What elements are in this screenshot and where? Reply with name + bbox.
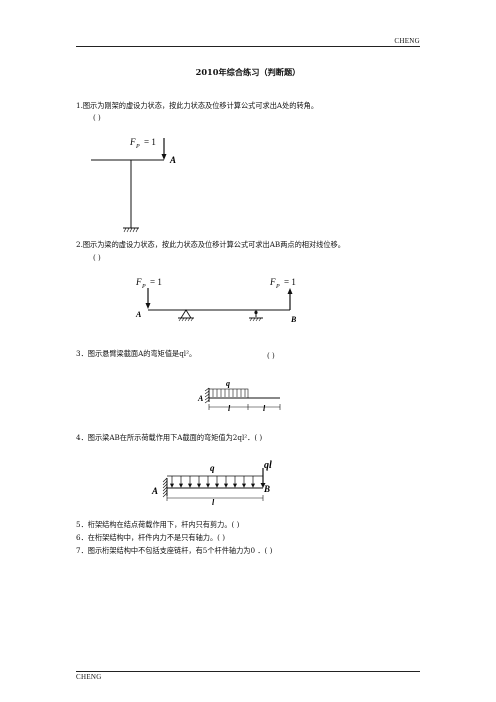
fig1-force-sub: P (135, 144, 140, 150)
fig3-load-q: q (226, 379, 230, 388)
question-2-answer-blank: ( ) (93, 254, 101, 262)
fig1-force-label: F (129, 137, 136, 147)
question-6: 6．在桁架结构中，杆件内力不是只有轴力。( ) (76, 533, 226, 542)
fig1-force-eq: = 1 (144, 137, 156, 147)
question-3: 3．图示悬臂梁截面A的弯矩值是ql²。 (76, 349, 197, 358)
fig2-left-eq: = 1 (150, 277, 162, 287)
fig2-right-force: F (269, 277, 276, 287)
fig4-point-b: B (263, 484, 270, 494)
fig4-length: l (212, 498, 215, 507)
header-brand: CHENG (394, 37, 420, 45)
page-title: 2010年综合练习（判断题） (195, 67, 301, 77)
figure-4-beam: q ql A B l (151, 460, 272, 507)
question-4: 4．图示梁AB在所示荷载作用下A截面的弯矩值为2ql²．( ) (76, 433, 263, 442)
fig4-point-a: A (151, 486, 158, 496)
fig2-right-eq: = 1 (284, 277, 296, 287)
fig3-length-1: l (228, 404, 231, 413)
footer-rule (76, 671, 420, 672)
question-5: 5．桁架结构在结点荷载作用下，杆内只有剪力。( ) (76, 520, 240, 529)
fig3-point-a: A (197, 394, 204, 403)
question-3-answer-blank: ( ) (267, 352, 275, 360)
question-7: 7．图示桁架结构中不包括支座链杆，有5个杆件轴力为0 ．( ) (76, 546, 273, 555)
fig2-point-a: A (135, 310, 142, 319)
fig4-point-load-ql: ql (264, 460, 272, 471)
figure-1-frame: F P = 1 A (91, 137, 176, 233)
header-rule (76, 46, 420, 47)
fig3-length-2: l (263, 404, 266, 413)
fig2-left-force: F (135, 277, 142, 287)
fig2-left-sub: P (141, 284, 146, 290)
fig2-point-b: B (290, 315, 297, 324)
question-2: 2.图示为梁的虚设力状态，按此力状态及位移计算公式可求出AB两点的相对线位移。 (76, 240, 345, 249)
figure-3-cantilever: q A l l (197, 379, 281, 413)
footer-brand: CHENG (76, 673, 102, 681)
question-1: 1.图示为刚架的虚设力状态，按此力状态及位移计算公式可求出A处的转角。 (76, 101, 319, 110)
question-1-answer-blank: ( ) (93, 114, 101, 122)
figure-2-beam: F P = 1 F P = 1 A B (135, 277, 297, 324)
fig2-right-sub: P (275, 284, 280, 290)
fig1-point-a: A (169, 155, 176, 165)
fig4-load-q: q (210, 463, 215, 473)
